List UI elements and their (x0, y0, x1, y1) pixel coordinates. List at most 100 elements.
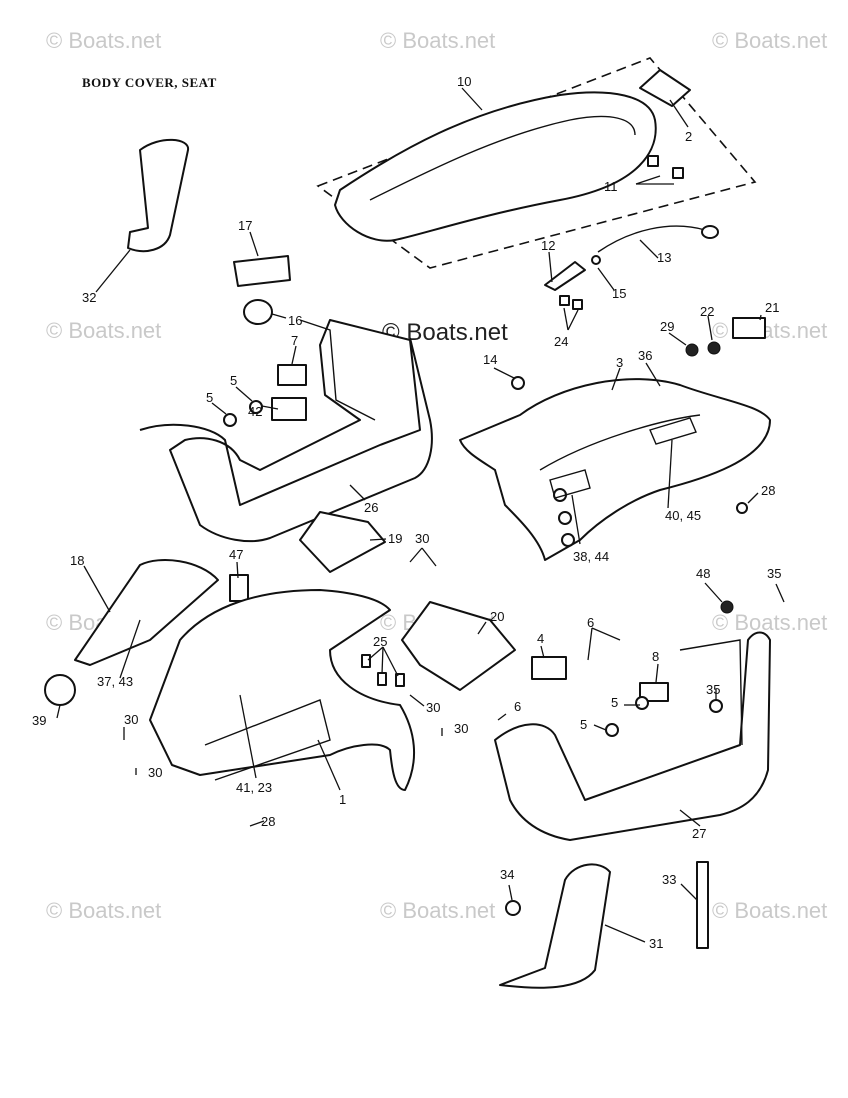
decal-part (549, 469, 591, 499)
callout-label: 5 (230, 373, 237, 388)
callout-label: 7 (291, 333, 298, 348)
seat-lock-knob-part (701, 225, 719, 239)
callout-label: 18 (70, 553, 84, 568)
fastener-part (511, 376, 525, 390)
seat-lock-cable-part (597, 225, 706, 253)
callout-label: 24 (554, 334, 568, 349)
seat-part (334, 91, 657, 242)
callout-label: 30 (454, 721, 468, 736)
callout-label: 14 (483, 352, 497, 367)
callout-label: 32 (82, 290, 96, 305)
decal-part (271, 397, 307, 421)
callout-label: 47 (229, 547, 243, 562)
callout-label: 33 (662, 872, 676, 887)
decal-part (277, 364, 307, 386)
front-shield-part (74, 559, 219, 666)
left-handle-cover-part (127, 138, 189, 253)
clip-part (229, 574, 249, 602)
reflector-part (732, 317, 766, 339)
callout-label: 12 (541, 238, 555, 253)
screw-part (223, 413, 237, 427)
right-footrest-cover-part (494, 631, 771, 841)
callout-label: 4 (537, 631, 544, 646)
seat-bolt-part (647, 155, 659, 167)
seat-hinge-part (639, 69, 691, 107)
right-footrest-contour (679, 639, 743, 746)
seat-lock-clip-part (591, 255, 601, 265)
callout-label: 26 (364, 500, 378, 515)
leader-lines (56, 87, 785, 943)
ring-part (243, 299, 273, 325)
callout-label: 30 (415, 531, 429, 546)
fastener-part (505, 900, 521, 916)
callout-label: 1 (339, 792, 346, 807)
screw-part (709, 699, 723, 713)
clip-part (377, 672, 387, 686)
callout-label: 2 (685, 129, 692, 144)
callout-label: 22 (700, 304, 714, 319)
callout-label: 30 (124, 712, 138, 727)
screw-part (605, 723, 619, 737)
right-handle-cover-part (499, 863, 611, 989)
watermark: © Boats.net (380, 28, 495, 53)
callout-label: 37, 43 (97, 674, 133, 689)
watermark: © Boats.net (712, 318, 827, 343)
callout-label: 27 (692, 826, 706, 841)
clip-part (361, 654, 371, 668)
watermark: © Boats.net (46, 318, 161, 343)
callout-label: 8 (652, 649, 659, 664)
watermark: © Boats.net (380, 898, 495, 923)
callout-label: 19 (388, 531, 402, 546)
callout-label: 17 (238, 218, 252, 233)
hole (558, 511, 572, 525)
callout-label: 10 (457, 74, 471, 89)
grommet-part (720, 600, 734, 614)
callout-label: 28 (261, 814, 275, 829)
decal-part (531, 656, 567, 680)
front-body-cover-part (149, 589, 416, 791)
front-body-decal-area (204, 699, 331, 781)
round-cap-part (44, 674, 76, 706)
watermark: © Boats.net (712, 898, 827, 923)
callout-label: 30 (148, 765, 162, 780)
diagram-title: BODY COVER, SEAT (82, 75, 217, 90)
seat-contour-line (369, 115, 636, 201)
callout-label: 35 (767, 566, 781, 581)
fastener-part (572, 299, 583, 310)
left-footrest-contour (299, 319, 376, 421)
callout-label: 48 (696, 566, 710, 581)
callout-label: 38, 44 (573, 549, 609, 564)
callout-label: 34 (500, 867, 514, 882)
strip-part (696, 861, 709, 949)
callout-label: 25 (373, 634, 387, 649)
callout-label: 21 (765, 300, 779, 315)
screw-part (249, 400, 263, 414)
callout-label: 35 (706, 682, 720, 697)
callout-labels: 10 2 11 17 32 12 13 15 16 7 24 29 22 21 … (32, 74, 781, 951)
watermark: © Boats.net (46, 28, 161, 53)
callout-label: 6 (514, 699, 521, 714)
callout-label: 16 (288, 313, 302, 328)
label-plate-part (233, 255, 291, 287)
callout-label: 40, 45 (665, 508, 701, 523)
clip-part (395, 673, 405, 687)
callout-label: 11 (604, 179, 618, 194)
seat-lock-part (544, 261, 586, 291)
callout-label: 20 (490, 609, 504, 624)
callout-label: 30 (426, 700, 440, 715)
inner-panel-part (299, 511, 386, 573)
hole (561, 533, 575, 547)
callout-label: 13 (657, 250, 671, 265)
callout-label: 3 (616, 355, 623, 370)
rear-body-cover-part (459, 378, 771, 561)
seat-bolt-part (672, 167, 684, 179)
watermark: © Boats.net (712, 28, 827, 53)
rear-body-contour (539, 414, 701, 471)
callout-label: 42 (248, 404, 262, 419)
callout-label: 29 (660, 319, 674, 334)
callout-label: 5 (611, 695, 618, 710)
watermark: © Boats.net (46, 898, 161, 923)
callout-label: 36 (638, 348, 652, 363)
